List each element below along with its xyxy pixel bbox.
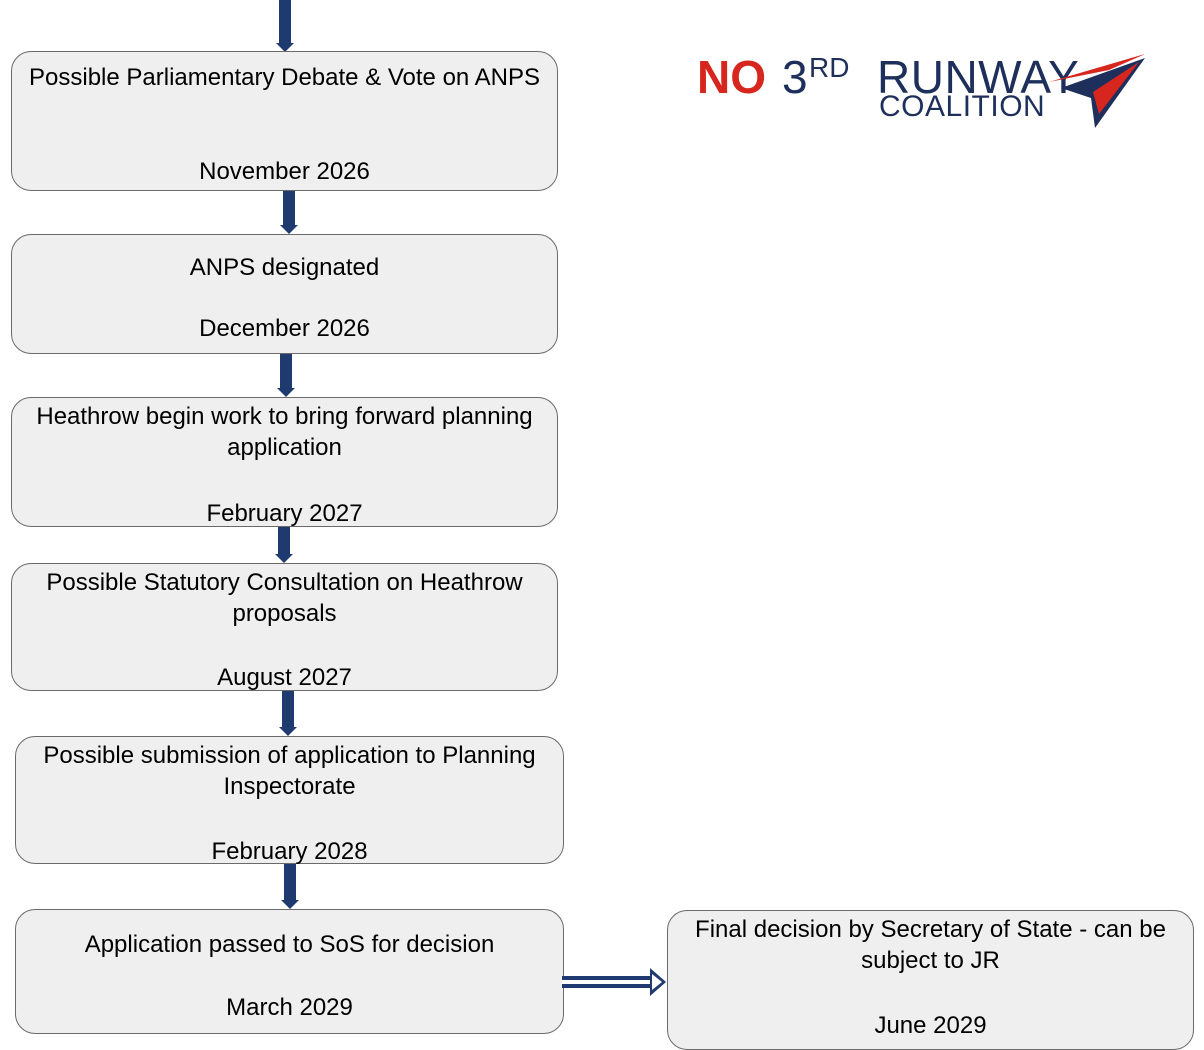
logo-runway-text: RUNWAY: [877, 51, 1080, 103]
arrow-step-2-to-3: [277, 354, 295, 397]
arrow-step-5-to-6: [281, 864, 299, 909]
step-box-2: ANPS designated December 2026: [11, 234, 558, 354]
arrow-step-1-to-2: [280, 191, 298, 234]
no-third-runway-coalition-logo: NO 3 RD RUNWAY COALITION: [697, 48, 1147, 128]
step-box-4: Possible Statutory Consultation on Heath…: [11, 563, 558, 691]
logo-third-text: 3: [782, 51, 808, 103]
logo-no-text: NO: [697, 51, 766, 103]
logo-rd-superscript: RD: [809, 52, 850, 83]
arrow-into-step-1: [276, 0, 294, 52]
step-2-text: ANPS designated: [189, 254, 380, 281]
arrow-step-3-to-4: [275, 527, 293, 563]
step-6-text: Application passed to SoS for decision: [84, 931, 495, 958]
step-box-7: Final decision by Secretary of State - c…: [667, 910, 1194, 1050]
step-box-5: Possible submission of application to Pl…: [15, 736, 564, 865]
step-3-date: February 2027: [206, 500, 363, 527]
step-box-3: Heathrow begin work to bring forward pla…: [11, 397, 558, 527]
logo-coalition-text: COALITION: [879, 90, 1046, 123]
step-1-text: Possible Parliamentary Debate & Vote on …: [29, 64, 540, 91]
step-2-date: December 2026: [199, 315, 370, 342]
step-box-6: Application passed to SoS for decision M…: [15, 909, 564, 1034]
step-4-date: August 2027: [217, 664, 352, 691]
step-1-date: November 2026: [199, 158, 370, 185]
step-6-date: March 2029: [226, 994, 353, 1021]
step-3-text: Heathrow begin work to bring forward pla…: [36, 403, 533, 461]
arrow-step-4-to-5: [279, 691, 297, 736]
arrow-step-6-to-7: [562, 968, 666, 996]
step-7-text: Final decision by Secretary of State - c…: [695, 916, 1166, 974]
step-5-text: Possible submission of application to Pl…: [43, 742, 536, 800]
step-4-text: Possible Statutory Consultation on Heath…: [46, 569, 523, 627]
step-5-date: February 2028: [211, 838, 368, 865]
logo-plane-icon: [1049, 54, 1145, 128]
step-7-date: June 2029: [874, 1012, 987, 1039]
step-box-1: Possible Parliamentary Debate & Vote on …: [11, 51, 558, 191]
